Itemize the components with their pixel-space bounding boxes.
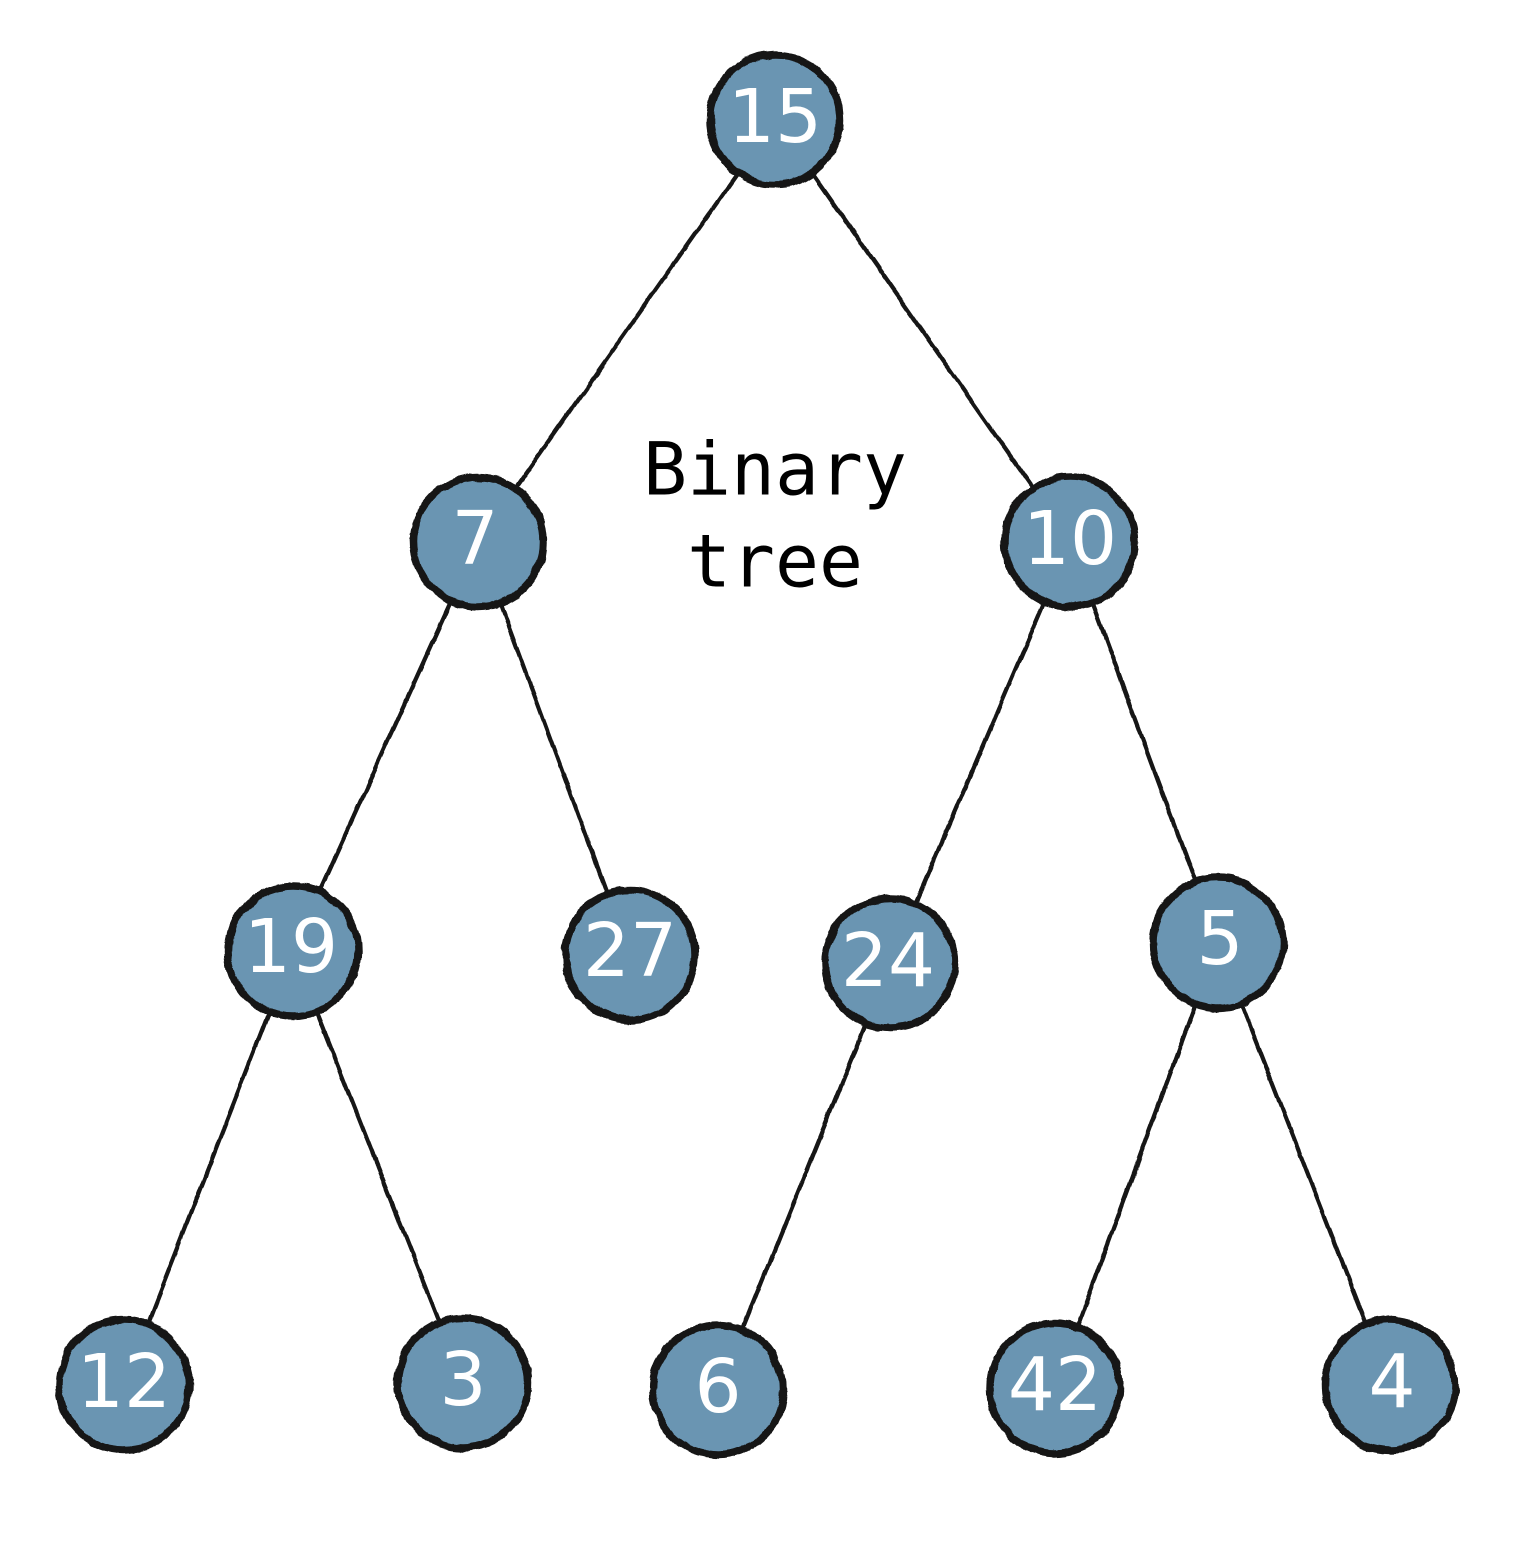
node-label: 10 — [1023, 496, 1117, 582]
node-label: 3 — [439, 1337, 486, 1423]
tree-node-42[interactable]: 42 — [986, 1319, 1124, 1457]
node-circle[interactable] — [55, 1316, 193, 1454]
node-circle[interactable] — [409, 473, 547, 611]
node-circle[interactable] — [1001, 473, 1139, 611]
caption-line-tree: tree — [687, 520, 863, 605]
tree-node-7[interactable]: 7 — [409, 473, 547, 611]
node-label: 7 — [451, 496, 498, 582]
node-circle[interactable] — [1321, 1316, 1459, 1454]
node-label: 5 — [1196, 896, 1243, 982]
node-label: 19 — [244, 904, 338, 990]
tree-edge — [496, 597, 612, 900]
node-label: 6 — [694, 1344, 741, 1430]
node-circle[interactable] — [706, 51, 844, 189]
tree-edge — [511, 167, 742, 495]
tree-edge — [313, 1005, 443, 1329]
diagram-caption: Binary tree — [643, 428, 907, 605]
tree-node-15[interactable]: 15 — [706, 51, 844, 189]
node-circle[interactable] — [224, 882, 362, 1020]
tree-edge — [1073, 998, 1200, 1333]
node-label: 42 — [1008, 1342, 1102, 1428]
node-circle[interactable] — [561, 886, 699, 1024]
tree-edge — [738, 1017, 870, 1336]
tree-edge — [316, 595, 455, 898]
tree-node-5[interactable]: 5 — [1149, 874, 1287, 1012]
tree-edge — [144, 1005, 273, 1331]
tree-edge — [1089, 597, 1199, 888]
tree-node-27[interactable]: 27 — [561, 886, 699, 1024]
node-circle[interactable] — [394, 1314, 532, 1452]
node-label: 24 — [841, 918, 935, 1004]
node-label: 12 — [77, 1339, 171, 1425]
tree-edge — [1238, 997, 1370, 1331]
nodes-layer: 15 7 10 19 27 24 5 12 3 6 42 4 — [55, 51, 1459, 1459]
tree-node-19[interactable]: 19 — [224, 882, 362, 1020]
node-circle[interactable] — [821, 894, 959, 1032]
node-label: 4 — [1368, 1339, 1415, 1425]
tree-edge — [807, 167, 1038, 495]
node-circle[interactable] — [986, 1319, 1124, 1457]
caption-line-binary: Binary — [643, 428, 907, 513]
tree-node-6[interactable]: 6 — [649, 1321, 787, 1459]
node-label: 15 — [728, 74, 822, 160]
tree-node-12[interactable]: 12 — [55, 1316, 193, 1454]
edges-layer — [144, 167, 1370, 1336]
tree-node-3[interactable]: 3 — [394, 1314, 532, 1452]
tree-node-24[interactable]: 24 — [821, 894, 959, 1032]
tree-node-10[interactable]: 10 — [1001, 473, 1139, 611]
node-circle[interactable] — [1149, 874, 1287, 1012]
tree-edge — [911, 595, 1049, 910]
node-label: 27 — [583, 908, 677, 994]
node-circle[interactable] — [649, 1321, 787, 1459]
tree-node-4[interactable]: 4 — [1321, 1316, 1459, 1454]
